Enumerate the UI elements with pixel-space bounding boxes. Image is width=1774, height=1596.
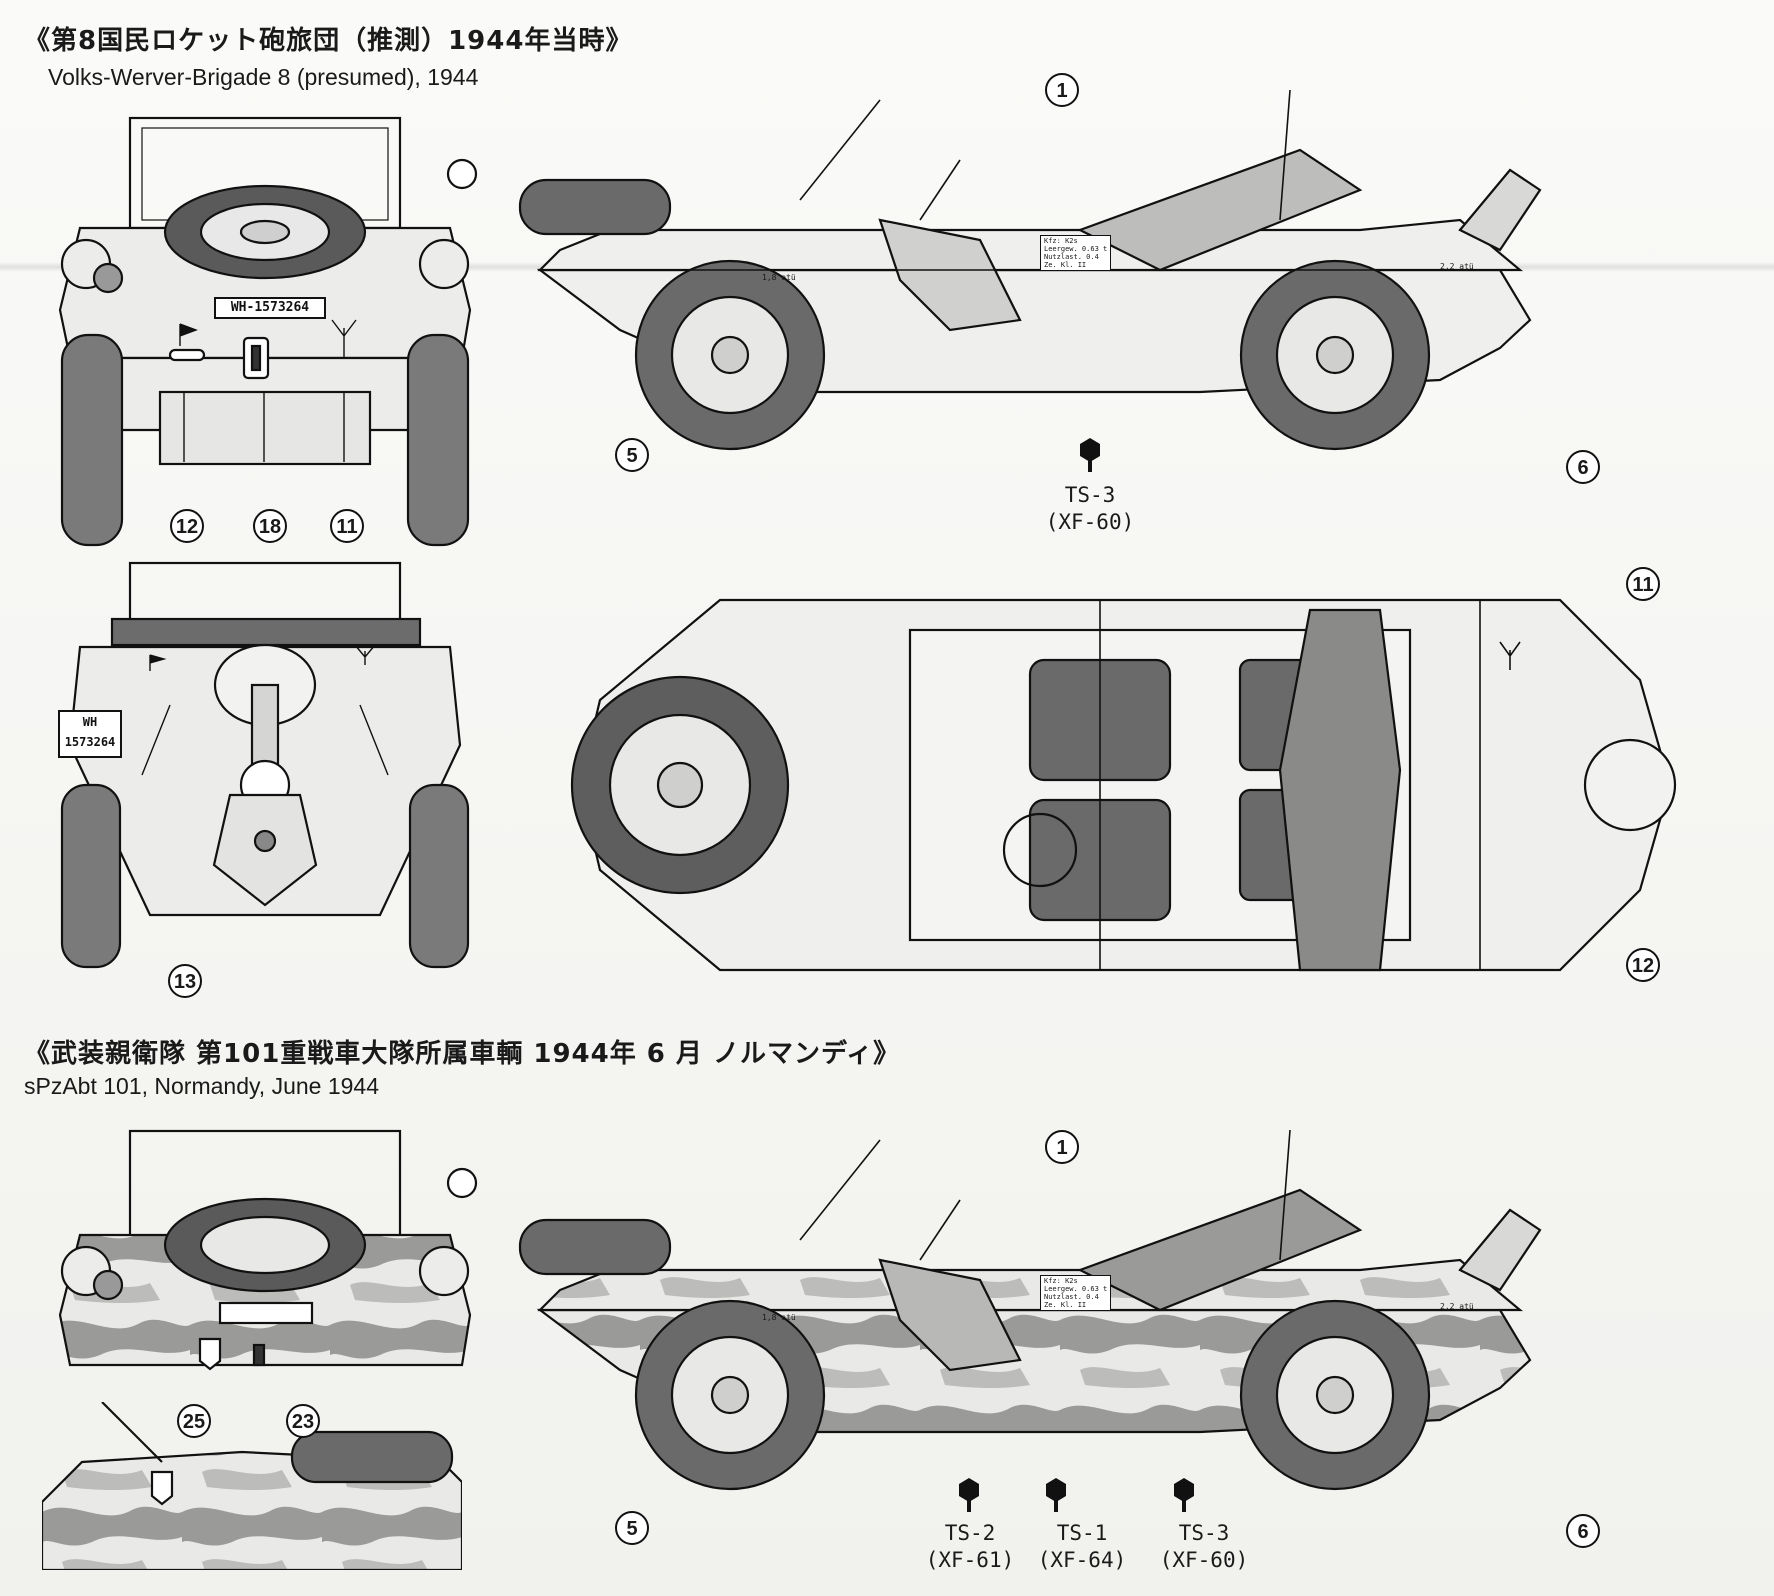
section1-title-en: Volks-Werver-Brigade 8 (presumed), 1944: [48, 64, 479, 90]
callout-25: 25: [177, 1404, 211, 1438]
callout-5-top: 5: [615, 438, 649, 472]
paint-code: TS-3: [1064, 483, 1116, 507]
callout-1-bottom: 1: [1045, 1130, 1079, 1164]
paint-xf: (XF-60): [1045, 510, 1135, 534]
paint-code-ts2: TS-2: [944, 1521, 996, 1545]
paint-swatch-ts1: [1046, 1478, 1066, 1512]
camo-tyre-pressure-front: 1,8 atü: [762, 1313, 796, 1322]
paint-label-ts1: TS-1 (XF-64): [1028, 1520, 1136, 1574]
data-stencil: Kfz: K2s Leergew. 0.63 t Nutzlast. 0.4 Z…: [1040, 235, 1112, 271]
callout-11-rear: 11: [330, 509, 364, 543]
front-plate-line2: 1573264: [64, 735, 116, 749]
callout-23: 23: [286, 1404, 320, 1438]
front-license-plate: WH 1573264: [58, 710, 122, 758]
section1-title-jp: 《第8国民ロケット砲旅団（推測）1944年当時》: [24, 26, 633, 56]
callout-12-top: 12: [1626, 948, 1660, 982]
camo-stencil-line3: Nutzlast. 0.4: [1044, 1293, 1099, 1301]
paint-label-ts2: TS-2 (XF-61): [916, 1520, 1024, 1574]
paint-code-ts1: TS-1: [1056, 1521, 1108, 1545]
camo-stencil-line4: Ze. Kl. II: [1044, 1301, 1087, 1309]
section2-title-jp: 《武装親衛隊 第101重戦車大隊所属車輌 1944年 6 月 ノルマンディ》: [24, 1039, 901, 1069]
callout-12-rear: 12: [170, 509, 204, 543]
callout-13-front: 13: [168, 964, 202, 998]
paint-label-ts3: TS-3 (XF-60): [1035, 482, 1145, 536]
callout-18-rear: 18: [253, 509, 287, 543]
callout-1-top: 1: [1045, 73, 1079, 107]
stencil-line2: Leergew. 0.63 t: [1044, 245, 1108, 253]
paint-swatch-ts3: [1174, 1478, 1194, 1512]
section2-title-en: sPzAbt 101, Normandy, June 1944: [24, 1073, 380, 1099]
paint-swatch-marker: [1080, 438, 1100, 472]
paint-xf-ts1: (XF-64): [1037, 1548, 1127, 1572]
rear-view-drawing: [58, 116, 478, 547]
callout-5-bottom: 5: [615, 1511, 649, 1545]
camo-side-view-drawing: [518, 1129, 1542, 1491]
paint-code-ts3-camo: TS-3: [1178, 1521, 1230, 1545]
top-view-drawing: [570, 598, 1677, 972]
camo-tyre-pressure-rear: 2,2 atü: [1440, 1302, 1474, 1311]
stencil-line4: Ze. Kl. II: [1044, 261, 1087, 269]
paint-swatch-ts2: [959, 1478, 979, 1512]
front-view-drawing: [60, 561, 470, 969]
front-plate-line1: WH: [82, 715, 98, 729]
camo-rear-view-drawing: [58, 1129, 478, 1371]
paint-xf-ts3-camo: (XF-60): [1159, 1548, 1249, 1572]
tyre-pressure-front: 1,8 atü: [762, 273, 796, 282]
stencil-line3: Nutzlast. 0.4: [1044, 253, 1099, 261]
side-view-drawing: [518, 89, 1542, 451]
camo-partial-side-drawing: [42, 1402, 462, 1570]
callout-6-bottom: 6: [1566, 1514, 1600, 1548]
paint-label-ts3-camo: TS-3 (XF-60): [1150, 1520, 1258, 1574]
camo-stencil-line2: Leergew. 0.63 t: [1044, 1285, 1108, 1293]
tyre-pressure-rear: 2,2 atü: [1440, 262, 1474, 271]
stencil-line1: Kfz: K2s: [1044, 237, 1078, 245]
camo-data-stencil: Kfz: K2s Leergew. 0.63 t Nutzlast. 0.4 Z…: [1040, 1275, 1112, 1311]
callout-11-top: 11: [1626, 567, 1660, 601]
camo-stencil-line1: Kfz: K2s: [1044, 1277, 1078, 1285]
paint-xf-ts2: (XF-61): [925, 1548, 1015, 1572]
callout-6-top: 6: [1566, 450, 1600, 484]
rear-license-plate: WH-1573264: [214, 297, 326, 319]
